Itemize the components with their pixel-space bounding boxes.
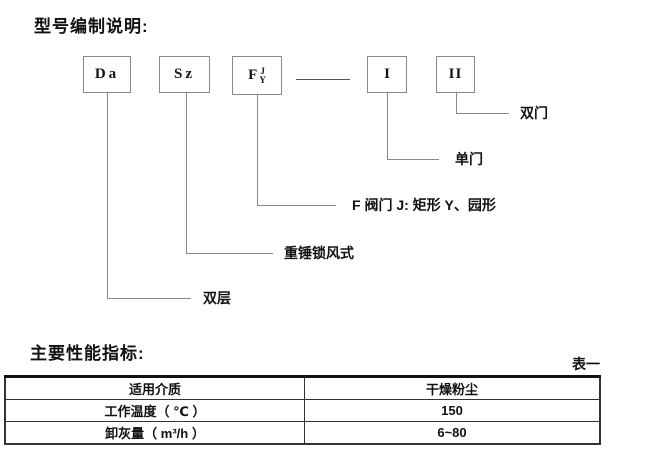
code-box-da: Da [83,56,131,93]
code-box-roman-one-label: I [384,66,390,82]
code-box-roman-one: I [367,56,407,93]
table-row: 工作温度（ ℃ ） 150 [4,399,601,422]
connector-line-f [257,94,336,206]
table-cell-discharge-name: 卸灰量（ m³/h ） [4,421,305,445]
table-cell-temperature-name: 工作温度（ ℃ ） [4,399,305,422]
performance-title: 主要性能指标: [30,344,145,363]
table-cell-medium-name: 适用介质 [4,376,305,400]
code-box-f-variants: J Y [259,65,266,85]
label-single-door: 单门 [455,151,483,167]
code-box-da-label: Da [94,66,120,82]
table-cell-medium-value: 干燥粉尘 [304,376,601,400]
code-box-f-variant-j: J [260,65,265,76]
code-box-roman-two: II [436,56,475,93]
code-box-f: F J Y [232,56,282,95]
table-number-tag: 表一 [572,356,600,372]
label-double-door: 双门 [520,105,548,121]
table-row: 适用介质 干燥粉尘 [4,376,601,400]
connector-line-da [107,93,191,299]
label-double-layer: 双层 [203,290,231,306]
connector-line-roman-two [456,93,509,114]
table-cell-discharge-value: 6~80 [304,421,601,445]
label-valve-shape: F 阀门 J: 矩形 Y、园形 [352,197,496,213]
code-box-f-variant-y: Y [259,74,266,85]
connector-line-roman-one [387,93,439,160]
code-box-roman-two-label: II [448,66,463,82]
model-designation-title: 型号编制说明: [34,17,149,36]
code-box-sz: Sz [159,56,210,93]
table-cell-temperature-value: 150 [304,399,601,422]
table-row: 卸灰量（ m³/h ） 6~80 [4,421,601,445]
code-box-f-label: F [248,67,258,83]
performance-table: 适用介质 干燥粉尘 工作温度（ ℃ ） 150 卸灰量（ m³/h ） 6~80 [4,375,601,445]
label-hammer-airlock: 重锤锁风式 [284,245,354,261]
connector-line-sz [186,93,273,254]
dash-separator-line [296,79,350,80]
code-box-sz-label: Sz [174,66,195,82]
